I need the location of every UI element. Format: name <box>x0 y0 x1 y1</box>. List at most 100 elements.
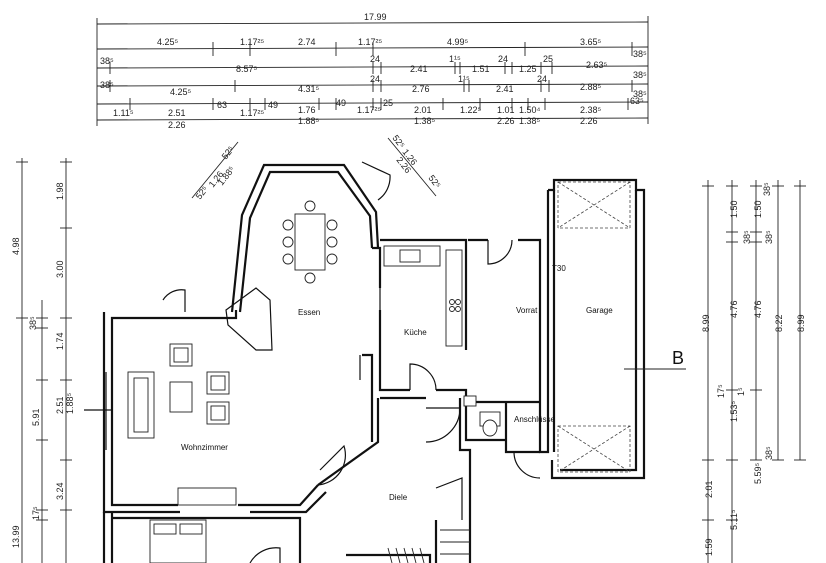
left-dim-1: 1.98 <box>55 182 65 200</box>
dim-row2-0: 38⁵ <box>100 56 114 66</box>
dim-row2-4: 1¹⁵ <box>449 54 461 64</box>
right-dim-3: 8.22 <box>774 314 784 332</box>
top-dimension-chains: 17.99 4.25⁵ 1.17²⁵ 2.74 1.17²⁵ 4.99⁵ 3.6… <box>96 12 649 130</box>
dim-total: 17.99 <box>364 12 387 22</box>
dim-row4-9: 2.01 <box>414 105 432 115</box>
dim-row2-3: 2.41 <box>410 64 428 74</box>
dim-row2-8: 25 <box>543 54 553 64</box>
walls <box>102 163 646 563</box>
dim-row2-7: 1.25 <box>519 64 537 74</box>
right-dim-14: 38⁵ <box>764 446 774 460</box>
dim-row1-4: 4.99⁵ <box>447 37 469 47</box>
dim-row2-1: 8.57⁵ <box>236 64 258 74</box>
left-dimension-chains: 4.98 1.98 3.00 38⁵ 1.74 5.91 2.51 1.88⁵ … <box>11 158 75 563</box>
right-dim-17: 1.59 <box>704 538 714 556</box>
left-dim-9: 13.99 <box>11 525 21 548</box>
dim-row3-5: 1¹⁵ <box>458 74 470 84</box>
right-dim-12: 1.53⁵ <box>729 400 739 422</box>
section-marker-label: B <box>672 348 684 368</box>
room-label-essen: Essen <box>298 308 320 317</box>
garage-skylight-top <box>557 181 631 229</box>
dim-row1-1: 1.17²⁵ <box>240 37 265 47</box>
dim-row3-3: 24 <box>370 74 380 84</box>
room-label-diele: Diele <box>389 493 408 502</box>
dim-row1-2: 2.74 <box>298 37 316 47</box>
dim-row5-1: 1.88⁵ <box>298 116 320 126</box>
furniture <box>84 181 631 563</box>
room-label-t30: T30 <box>552 264 566 273</box>
room-label-kueche: Küche <box>404 328 427 337</box>
right-dim-9: 38⁵ <box>762 182 772 196</box>
left-dim-8: 3.24 <box>55 482 65 500</box>
dim-row2-6: 24 <box>498 54 508 64</box>
dim-row5-3: 2.26 <box>497 116 515 126</box>
dim-row5-0: 2.26 <box>168 120 186 130</box>
left-dim-0: 4.98 <box>11 237 21 255</box>
section-marker: B <box>624 348 686 370</box>
doors <box>162 161 541 520</box>
dim-row4-4: 49 <box>268 100 278 110</box>
dim-row1-0: 4.25⁵ <box>157 37 179 47</box>
right-dim-1: 4.76 <box>729 300 739 318</box>
dim-row2-2: 24 <box>370 54 380 64</box>
right-dim-6: 1.50 <box>753 200 763 218</box>
dining-table <box>294 213 326 271</box>
right-dimension-chains: 8.99 4.76 4.76 8.22 8.99 1.50 1.50 38⁵ 3… <box>701 180 806 563</box>
dim-row4-6: 49 <box>336 98 346 108</box>
dim-row5-5: 2.26 <box>580 116 598 126</box>
left-dim-7: 1.88⁵ <box>65 392 75 414</box>
left-dim-6: 2.51 <box>55 396 65 414</box>
left-dim-2: 3.00 <box>55 260 65 278</box>
room-label-wohnzimmer: Wohnzimmer <box>181 443 228 452</box>
dim-row2-10: 38⁵ <box>633 70 647 80</box>
dim-row2-5: 1.51 <box>472 64 490 74</box>
dim-row4-12: 1.50⁴ <box>519 105 541 115</box>
right-dim-5: 1.50 <box>729 200 739 218</box>
dim-row1-5: 3.65⁵ <box>580 37 602 47</box>
dim-row4-1: 2.51 <box>168 108 186 118</box>
dim-row4-7: 1.17²⁵ <box>357 105 382 115</box>
right-dim-15: 2.01 <box>704 480 714 498</box>
right-dim-0: 8.99 <box>701 314 711 332</box>
room-label-garage: Garage <box>586 306 613 315</box>
left-dim-4: 1.74 <box>55 332 65 350</box>
dim-row4-5: 1.76 <box>298 105 316 115</box>
dim-row4-13: 2.38⁵ <box>580 105 602 115</box>
dim-row4-11: 1.01 <box>497 105 515 115</box>
dim-row3-4: 2.76 <box>412 84 430 94</box>
dim-row2-9: 2.63⁵ <box>586 60 608 70</box>
bay-left-2: 1.88⁵ <box>216 164 237 187</box>
right-dim-11: 1⁵ <box>736 387 746 396</box>
right-dim-4: 8.99 <box>796 314 806 332</box>
left-dim-3: 38⁵ <box>28 316 38 330</box>
bay-right-0: 52⁵ <box>390 133 407 150</box>
dim-row3-8: 2.88⁵ <box>580 82 602 92</box>
left-dim-10: 17⁵ <box>31 506 41 520</box>
dim-row4-14: 63⁵ <box>630 96 644 106</box>
right-dim-7: 38⁵ <box>742 230 752 244</box>
dim-row5-4: 1.38⁵ <box>519 116 541 126</box>
right-dim-8: 38⁵ <box>764 230 774 244</box>
room-label-vorrat: Vorrat <box>516 306 538 315</box>
dim-row3-0: 38⁵ <box>100 80 114 90</box>
dim-row1-3: 1.17²⁵ <box>358 37 383 47</box>
right-dim-16: 5.11⁵ <box>729 509 739 530</box>
bay-dimensions: 52⁵ 1.26 1.88⁵ 52⁵ 52⁵ 1.26 2.26 52⁵ <box>191 133 443 201</box>
garage-skylight-bottom <box>557 425 631 473</box>
dim-row4-2: 63 <box>217 100 227 110</box>
left-dim-5: 5.91 <box>31 408 41 426</box>
right-dim-10: 17⁵ <box>716 384 726 398</box>
dim-row3-9: 38⁵ <box>633 89 647 99</box>
dim-row3-6: 2.41 <box>496 84 514 94</box>
coffee-table <box>169 381 193 413</box>
room-label-anschluesse: Anschlüsse <box>514 415 555 424</box>
dim-row3-1: 4.25⁵ <box>170 87 192 97</box>
dim-row5-2: 1.38⁵ <box>414 116 436 126</box>
bay-left-0: 52⁵ <box>194 184 211 201</box>
dim-row4-0: 1.11⁵ <box>113 108 134 118</box>
dim-row3-2: 4.31⁵ <box>298 84 320 94</box>
dim-row4-8: 25 <box>383 98 393 108</box>
dim-row1-6: 38⁵ <box>633 49 647 59</box>
dim-row4-3: 1.17²⁵ <box>240 108 265 118</box>
